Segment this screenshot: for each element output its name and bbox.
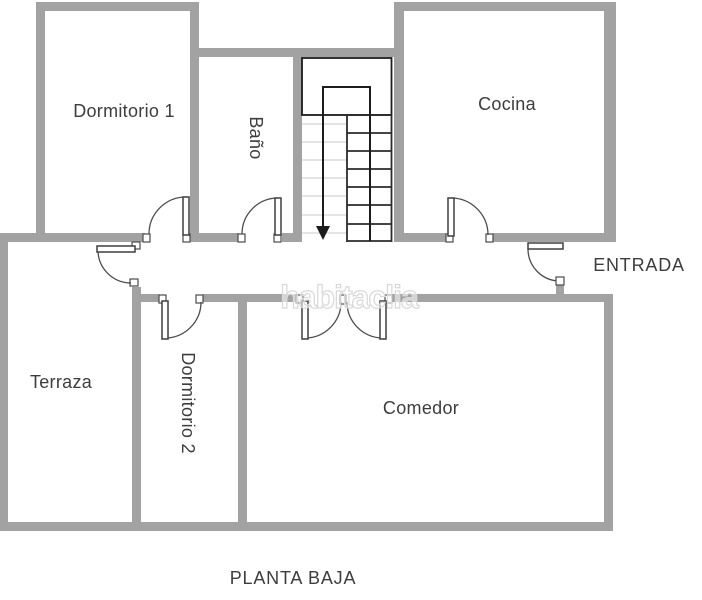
- door-jamb: [384, 294, 393, 304]
- wall-dormitorio1-left: [36, 2, 45, 242]
- door-jamb: [129, 278, 139, 287]
- down-arrow-icon: [316, 226, 330, 240]
- room-label-dormitorio1: Dormitorio 1: [73, 101, 175, 121]
- wall-entrance-stub: [556, 284, 564, 294]
- room-label-dormitorio2: Dormitorio 2: [178, 352, 198, 454]
- door-leaf: [161, 300, 169, 340]
- wall-hall-top-mid1: [190, 233, 239, 242]
- door-terraza: [96, 241, 141, 287]
- entrance-label: ENTRADA: [593, 255, 685, 275]
- door-swing-arc: [164, 301, 202, 339]
- door-swing-arc: [346, 301, 384, 339]
- wall-cocina-top: [394, 2, 616, 11]
- staircase: [301, 57, 393, 242]
- wall-hall-bottom-mid: [203, 294, 297, 302]
- wall-hall-top-right: [493, 233, 613, 242]
- wall-hall-top-mid2: [282, 233, 293, 242]
- wall-hall-top-mid3: [394, 233, 446, 242]
- wall-bano-stairs-divider: [293, 48, 302, 242]
- door-dormitorio2: [158, 294, 204, 340]
- stair-treads-upper-flight: [302, 123, 347, 234]
- wall-hall-bottom-left: [135, 294, 159, 302]
- door-dormitorio1: [142, 196, 191, 243]
- door-swing-arc: [241, 197, 279, 235]
- walls: [0, 2, 616, 531]
- wall-dormitorio2-comedor-divider: [238, 294, 247, 531]
- door-swing-arc: [527, 248, 561, 282]
- watermark: habitaclia: [280, 279, 419, 315]
- door-jamb: [555, 276, 565, 286]
- wall-hall-top-left: [0, 233, 145, 242]
- door-leaf: [447, 197, 455, 237]
- wall-terraza-left: [0, 242, 8, 531]
- door-comedor-double: [295, 294, 393, 340]
- room-label-comedor: Comedor: [383, 398, 459, 418]
- wall-bottom-outer: [0, 522, 613, 531]
- wall-comedor-right: [604, 294, 613, 531]
- wall-dormitorio1-top: [36, 2, 199, 11]
- door-jamb: [195, 294, 204, 304]
- stair-direction-path: [322, 86, 371, 241]
- page-title: PLANTA BAJA: [230, 568, 357, 588]
- wall-dormitorio1-bano-divider: [190, 2, 199, 242]
- door-leaf: [379, 300, 387, 340]
- door-entrada: [527, 242, 565, 286]
- wall-cocina-right: [604, 2, 616, 242]
- door-jamb: [142, 233, 151, 243]
- door-bano: [237, 197, 282, 243]
- door-swing-arc: [148, 196, 187, 235]
- wall-terraza-dormitorio2-divider: [132, 287, 141, 531]
- room-label-terraza: Terraza: [30, 372, 93, 392]
- door-jamb: [485, 233, 494, 243]
- door-jamb: [295, 294, 304, 304]
- door-leaf: [301, 300, 309, 340]
- door-cocina: [445, 197, 494, 243]
- door-swing-arc: [304, 301, 342, 339]
- door-jamb: [237, 233, 246, 243]
- wall-hall-bottom-right: [391, 294, 613, 302]
- room-label-cocina: Cocina: [478, 94, 537, 114]
- door-leaf: [96, 245, 136, 253]
- wall-cocina-left: [394, 2, 404, 242]
- door-center-post: [339, 294, 347, 305]
- door-leaf: [182, 196, 190, 236]
- room-label-bano: Baño: [246, 116, 266, 159]
- door-leaf: [527, 242, 564, 250]
- door-leaf: [274, 197, 282, 236]
- door-swing-arc: [450, 197, 489, 236]
- door-swing-arc: [97, 249, 132, 284]
